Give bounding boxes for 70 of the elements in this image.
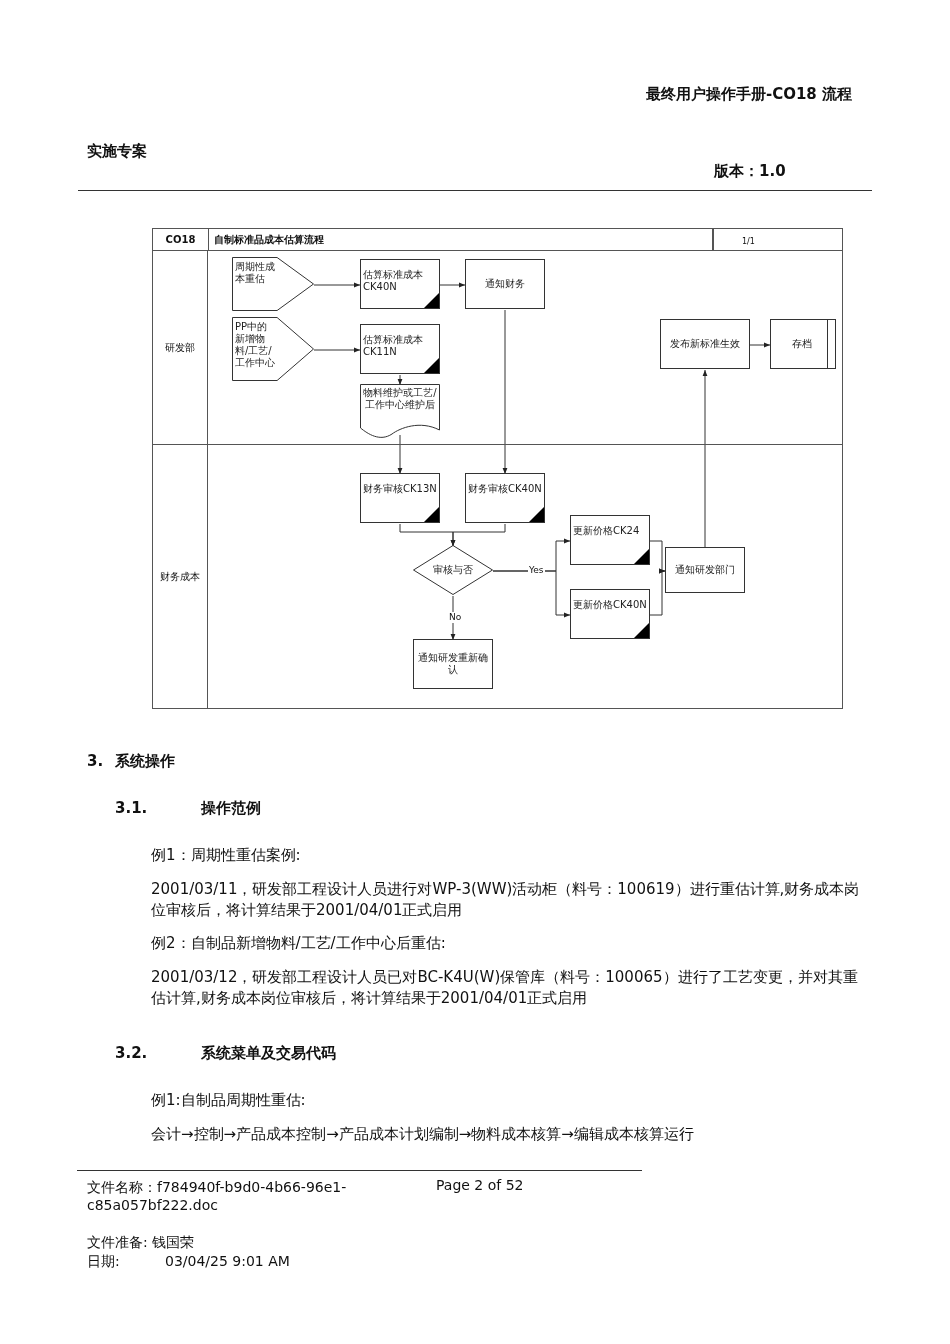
box-label: 物料维护或工艺/工作中心维护后 (363, 387, 437, 411)
box-label: 审核与否 (432, 564, 474, 576)
section-heading: 操作范例 (201, 798, 262, 819)
box-label: 通知研发部门 (674, 564, 736, 576)
example-heading: 例2：自制品新增物料/工艺/工作中心后重估: (151, 933, 447, 954)
box-label: 通知研发重新确认 (418, 652, 488, 676)
section-number: 3. (87, 751, 105, 772)
box-label: 财务审核CK40N (468, 483, 543, 495)
arrow (397, 374, 403, 386)
lane-label: 研发部 (153, 251, 208, 444)
box-label: 发布新标准生效 (669, 338, 741, 350)
process-box (413, 639, 493, 689)
project-name: 实施专案 (87, 141, 148, 162)
page-number: Page 2 of 52 (436, 1176, 525, 1194)
menu-path: 会计→控制→产品成本控制→产品成本计划编制→物料成本核算→编辑成本核算运行 (151, 1124, 695, 1145)
arrow (649, 568, 666, 616)
paragraph: 2001/03/11，研发部工程设计人员进行对WP-3(WW)活动柜（料号：100619）进行重估计算,财务成本岗位审核后，将计算结果于2001/04/01正式启用 (151, 879, 861, 921)
transaction-box (360, 473, 440, 523)
edge-label: Yes (528, 565, 545, 576)
lane-label: 财务成本 (153, 445, 208, 708)
transaction-box (570, 515, 650, 565)
section-heading: 系统菜单及交易代码 (201, 1043, 337, 1064)
transaction-box (570, 589, 650, 639)
header-cell: 1/1 (712, 229, 842, 250)
section-heading: 系统操作 (115, 751, 176, 772)
file-name: 文件名称：f784940f-b9d0-4b66-96e1-c85a057bf222.doc (87, 1178, 348, 1214)
arrow (502, 309, 508, 475)
arrow (450, 523, 506, 547)
document-title: 最终用户操作手册-CO18 流程 (644, 84, 852, 105)
date-label: 日期: (87, 1252, 121, 1270)
process-box (465, 259, 545, 309)
section-number: 3.1. (115, 798, 149, 819)
box-label: 通知财务 (484, 278, 526, 290)
process-box (665, 547, 745, 593)
arrow (397, 434, 403, 475)
example-heading: 例1:自制品周期性重估: (151, 1090, 307, 1111)
edge-label: No (448, 612, 463, 623)
version-number: 版本：1.0 (714, 161, 787, 182)
arrow (313, 347, 361, 353)
process-box (660, 319, 750, 369)
transaction-box (360, 259, 440, 309)
decision-diamond (413, 545, 493, 595)
arrow (702, 369, 708, 549)
box-label: 财务审核CK13N (363, 483, 438, 495)
header-cell: 自制标准品成本估算流程 (208, 229, 712, 250)
transaction-box (360, 324, 440, 374)
box-label: 周期性成本重估 (235, 261, 276, 285)
off-page-connector (232, 317, 314, 381)
date-value: 03/04/25 9:01 AM (165, 1252, 291, 1270)
swimlane (152, 445, 843, 709)
arrow (492, 570, 571, 618)
section-number: 3.2. (115, 1043, 149, 1064)
example-heading: 例1：周期性重估案例: (151, 845, 302, 866)
paragraph: 2001/03/12，研发部工程设计人员已对BC-K4U(W)保管库（料号：100065）进行了工艺变更，并对其重估计算,财务成本岗位审核后，将计算结果于2001/04/01正式启用 (151, 967, 859, 1009)
transaction-box (465, 473, 545, 523)
box-label: 存档 (791, 338, 813, 350)
box-label: 更新价格CK40N (573, 599, 648, 611)
off-page-connector (232, 257, 314, 311)
swimlane (152, 251, 843, 445)
arrow (439, 282, 466, 288)
box-label: 估算标准成本 CK40N (363, 269, 424, 293)
document-shape (360, 384, 440, 438)
archive-box (770, 319, 836, 369)
arrow (749, 342, 771, 348)
box-label: PP中的新增物料/工艺/工作中心 (235, 321, 276, 369)
preparer-name: 文件准备: 钱国荣 (87, 1233, 196, 1251)
arrow (313, 282, 361, 288)
box-label: 更新价格CK24 (573, 525, 641, 537)
box-label: 估算标准成本 CK11N (363, 334, 424, 358)
header-cell-text: CO18 (164, 233, 197, 247)
